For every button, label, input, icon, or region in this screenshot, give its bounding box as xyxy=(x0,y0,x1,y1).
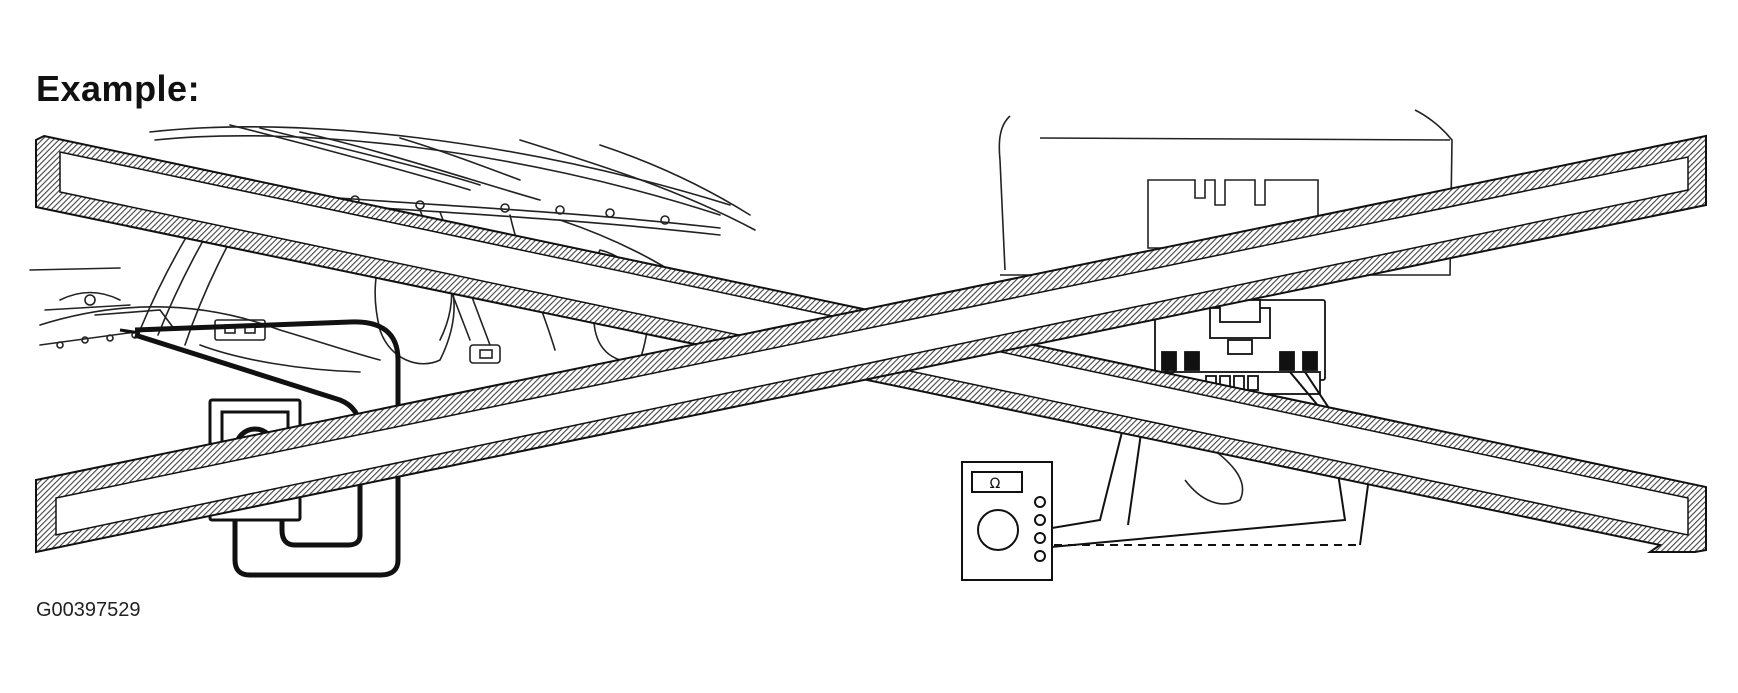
ohm-meter-icon xyxy=(961,461,1053,581)
dashboard-panel-outline xyxy=(998,109,1453,276)
left-test-leads xyxy=(134,319,401,578)
probe-tip xyxy=(119,328,141,335)
page-title: Example: xyxy=(36,68,201,109)
ecu-connector xyxy=(1154,299,1326,395)
cross-out-mark xyxy=(35,134,1707,554)
figure-code: G00397529 xyxy=(36,599,141,621)
meter-display-symbol: Ω xyxy=(990,476,1001,492)
